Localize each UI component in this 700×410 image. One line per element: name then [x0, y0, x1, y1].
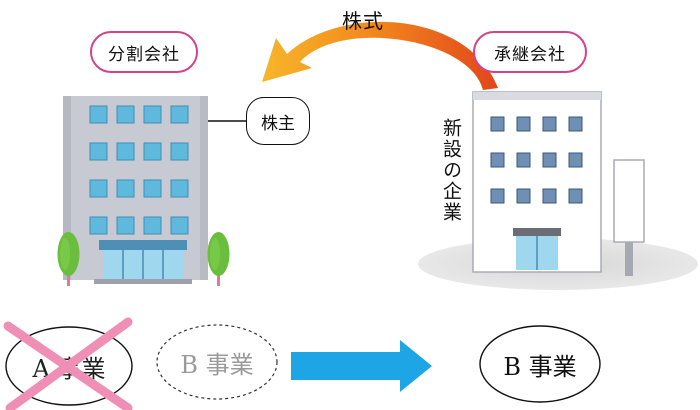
business-b-outline	[479, 325, 601, 403]
business-b-text: B 事業	[503, 352, 577, 381]
shares-arrow	[262, 21, 498, 90]
transfer-arrow	[291, 340, 432, 392]
window	[170, 216, 189, 235]
signboard	[613, 159, 645, 276]
window	[170, 105, 189, 124]
business-b-dashed: B 事業	[157, 325, 277, 399]
window	[143, 216, 162, 235]
window	[170, 179, 189, 198]
shareholder-bubble: 株主	[246, 97, 310, 145]
window	[490, 188, 505, 204]
business-b-dashed-outline	[156, 324, 278, 400]
window	[116, 105, 135, 124]
window	[89, 105, 108, 124]
window	[516, 152, 531, 168]
window	[516, 116, 531, 132]
window	[89, 142, 108, 161]
business-b: B 事業	[480, 326, 600, 402]
window	[542, 152, 557, 168]
new-company-label: 新設の企業	[440, 118, 462, 223]
business-a-text: A 事業	[32, 354, 106, 383]
successor-company-building	[472, 91, 602, 273]
successor-company-label: 承継会社	[473, 31, 587, 73]
window	[516, 188, 531, 204]
window	[116, 216, 135, 235]
window	[490, 116, 505, 132]
successor-company-text: 承継会社	[494, 44, 566, 65]
split-company-building	[63, 96, 208, 284]
business-b-dashed-text: B 事業	[180, 350, 254, 379]
window	[143, 105, 162, 124]
window	[116, 142, 135, 161]
split-company-label: 分割会社	[90, 31, 198, 73]
shareholder-text: 株主	[261, 113, 295, 134]
window	[490, 152, 505, 168]
window	[568, 188, 583, 204]
window	[116, 179, 135, 198]
window	[143, 179, 162, 198]
window	[89, 179, 108, 198]
tree-right	[207, 232, 230, 286]
window	[542, 188, 557, 204]
window	[89, 216, 108, 235]
window	[143, 142, 162, 161]
tree-left	[57, 232, 80, 286]
shares-label: 株式	[342, 9, 384, 33]
split-company-text: 分割会社	[108, 44, 180, 65]
business-a: A 事業	[6, 327, 132, 405]
window	[170, 142, 189, 161]
window	[568, 116, 583, 132]
window	[542, 116, 557, 132]
window	[568, 152, 583, 168]
